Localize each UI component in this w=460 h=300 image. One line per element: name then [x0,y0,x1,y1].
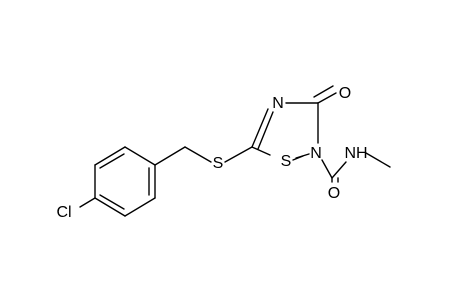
bond-c5-n4 [251,108,269,148]
bond-ch2-s [184,146,212,163]
bond-c3-o-double [313,85,334,98]
bond-s1-n2-dash [292,155,304,161]
bonds [79,85,391,217]
bond-ring-c2-c3-inner [99,153,125,169]
atom-cl: Cl [56,204,71,221]
atom-o-amide: O [328,185,340,202]
bond-c5-n4-double [257,111,274,150]
bond-n2-camide [321,159,333,179]
atom-labels: Cl S N O S N NH O [56,85,367,221]
atom-s-ring: S [281,153,292,170]
bond-ring-c4-c5-inner [99,194,125,210]
bond-c4-cl [79,197,96,208]
atom-n-ring-top: N [272,95,284,112]
bond-s-c5 [224,146,253,163]
bond-nh-ch3 [365,152,391,168]
bond-c1-ch2 [154,146,186,166]
bond-ring-c4-c5 [94,197,126,217]
bond-ring-c5-c6 [124,197,156,217]
bond-camide-nh [331,161,347,179]
atom-n-ring-bottom: N [310,145,322,162]
bond-c3-o [317,92,337,104]
atom-s-thioether: S [213,155,224,172]
atom-nh: NH [344,145,367,162]
atom-o-ketone: O [339,85,351,102]
bond-s1-c5 [251,146,271,156]
bond-ring-c2-c3 [94,146,126,166]
bond-ring-c1-c2 [124,146,156,166]
